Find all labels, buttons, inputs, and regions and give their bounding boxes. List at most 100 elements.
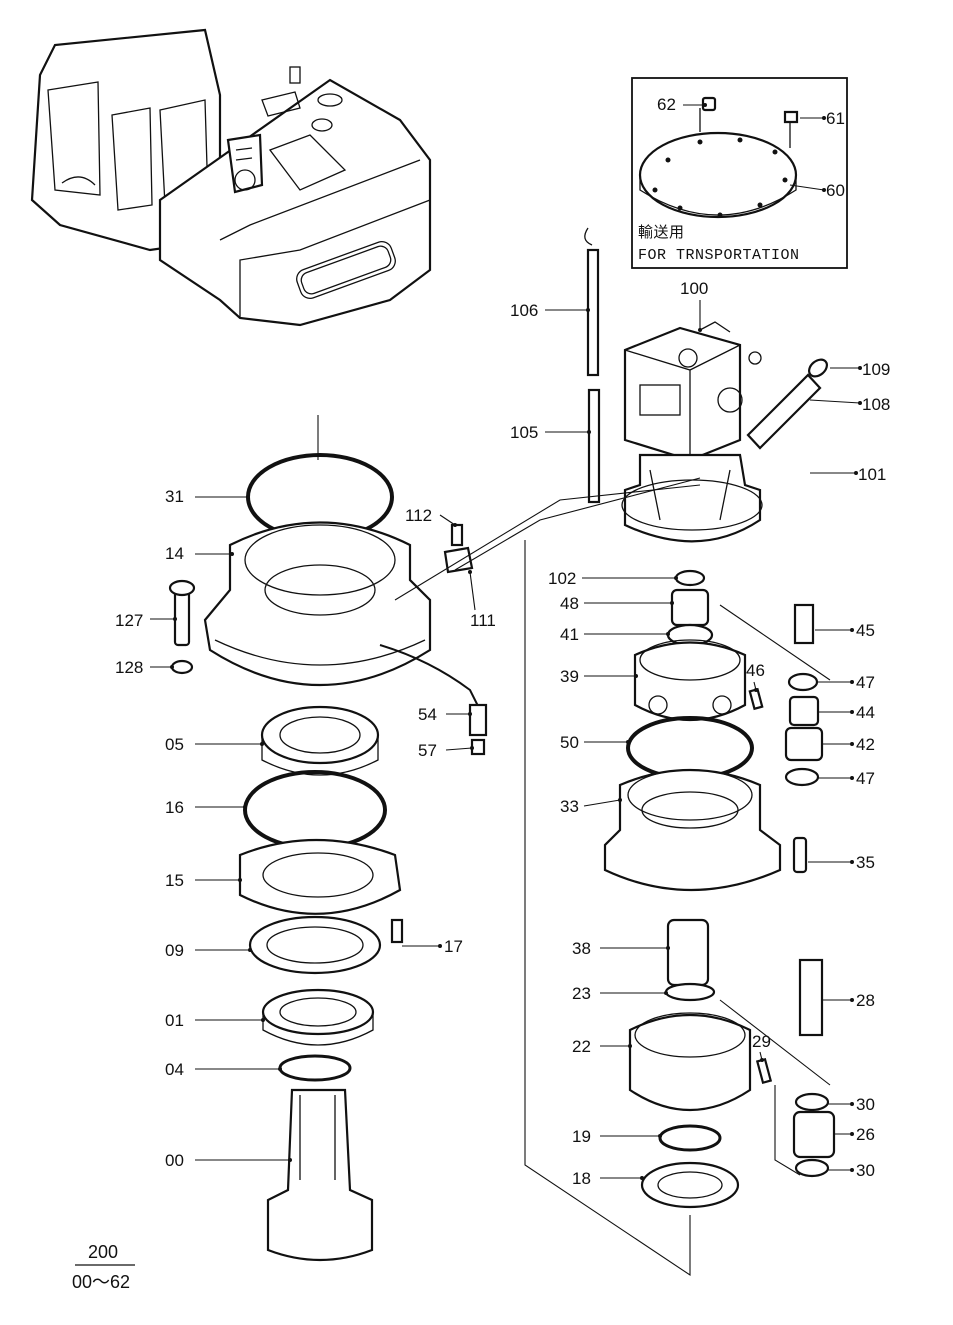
left-component-stack [168,453,488,1262]
part-callout-p38: 38 [572,939,670,958]
leader-dot [666,632,670,636]
leader-dot [822,116,826,120]
leader-dot [230,552,234,556]
part-number-label: 105 [510,423,538,442]
part-number-label: 19 [572,1127,591,1146]
part-callout-p17: 17 [402,937,463,956]
leader-dot [850,998,854,1002]
part-number-label: 44 [856,703,875,722]
leader-dot [261,1018,265,1022]
part-callout-p47b: 47 [818,769,875,788]
inset-caption-en: FOR TRNSPORTATION [638,247,800,264]
part-number-label: 46 [746,661,765,680]
part-number-label: 109 [862,360,890,379]
part-number-label: 23 [572,984,591,1003]
part-callout-p128: 128 [115,658,174,677]
leader-dot [854,471,858,475]
leader-dot [587,430,591,434]
part-callout-p100: 100 [680,279,708,332]
part-callout-p60: 60 [789,181,845,200]
part-number-label: 35 [856,853,875,872]
leader-dot [170,665,174,669]
part-number-label: 14 [165,544,184,563]
part-callout-p127: 127 [115,611,177,630]
part-callout-p45: 45 [815,621,875,640]
leader-dot [850,776,854,780]
leader-dot [453,523,457,527]
leader-dot [468,712,472,716]
leader-dot [822,188,826,192]
part-number-label: 18 [572,1169,591,1188]
part-callout-p101: 101 [810,465,886,484]
leader-dot [288,1158,292,1162]
leader-dot [618,798,622,802]
leader-line [809,399,861,404]
part-number-label: 101 [858,465,886,484]
part-callout-p15: 15 [165,871,242,890]
leader-dot [246,495,250,499]
part-callout-p41: 41 [560,625,670,644]
part-callout-p61: 61 [800,109,845,128]
leader-dot [658,1134,662,1138]
leader-line [789,184,825,191]
part-callout-p26: 26 [834,1125,875,1144]
part-callout-p102: 102 [548,569,678,588]
part-number-label: 30 [856,1161,875,1180]
part-callout-p44: 44 [818,703,875,722]
part-callout-p01: 01 [165,1011,265,1030]
leader-dot [628,1044,632,1048]
leader-dot [634,674,638,678]
part-callout-p109: 109 [830,360,890,379]
part-number-label: 127 [115,611,143,630]
part-callout-p31: 31 [165,487,250,506]
part-callout-p47a: 47 [818,673,875,692]
part-callout-p108: 108 [809,395,890,414]
leader-dot [858,401,862,405]
leader-dot [850,1168,854,1172]
part-callout-p42: 42 [822,735,875,754]
part-callout-p35: 35 [808,853,875,872]
part-callout-p04: 04 [165,1060,282,1079]
part-callout-p33: 33 [560,797,622,816]
leader-dot [670,601,674,605]
part-number-label: 47 [856,769,875,788]
part-callout-p00: 00 [165,1151,292,1170]
part-callout-p05: 05 [165,735,264,754]
leader-dot [703,103,707,107]
part-number-label: 60 [826,181,845,200]
leader-dot [243,805,247,809]
part-number-label: 47 [856,673,875,692]
part-callout-p30b: 30 [828,1161,875,1180]
part-number-label: 42 [856,735,875,754]
part-number-label: 17 [444,937,463,956]
part-callout-p19: 19 [572,1127,662,1146]
part-number-label: 48 [560,594,579,613]
leader-dot [754,688,758,692]
leader-dot [698,328,702,332]
leader-line [469,571,476,611]
part-number-label: 26 [856,1125,875,1144]
leader-dot [278,1067,282,1071]
part-callout-p14: 14 [165,544,234,563]
part-number-label: 102 [548,569,576,588]
leader-dot [850,710,854,714]
part-number-label: 30 [856,1095,875,1114]
leader-dot [850,742,854,746]
part-callout-p39: 39 [560,667,638,686]
leader-line [583,799,621,807]
part-number-label: 41 [560,625,579,644]
leader-dot [468,570,472,574]
part-callout-p54: 54 [418,705,472,724]
part-number-label: 111 [470,611,496,630]
part-number-label: 50 [560,733,579,752]
leader-dot [760,1058,764,1062]
part-callout-p62: 62 [657,95,707,114]
part-number-label: 61 [826,109,845,128]
leader-dot [664,991,668,995]
part-number-label: 00 [165,1151,184,1170]
part-number-label: 100 [680,279,708,298]
leader-dot [850,680,854,684]
part-callout-p50: 50 [560,733,630,752]
